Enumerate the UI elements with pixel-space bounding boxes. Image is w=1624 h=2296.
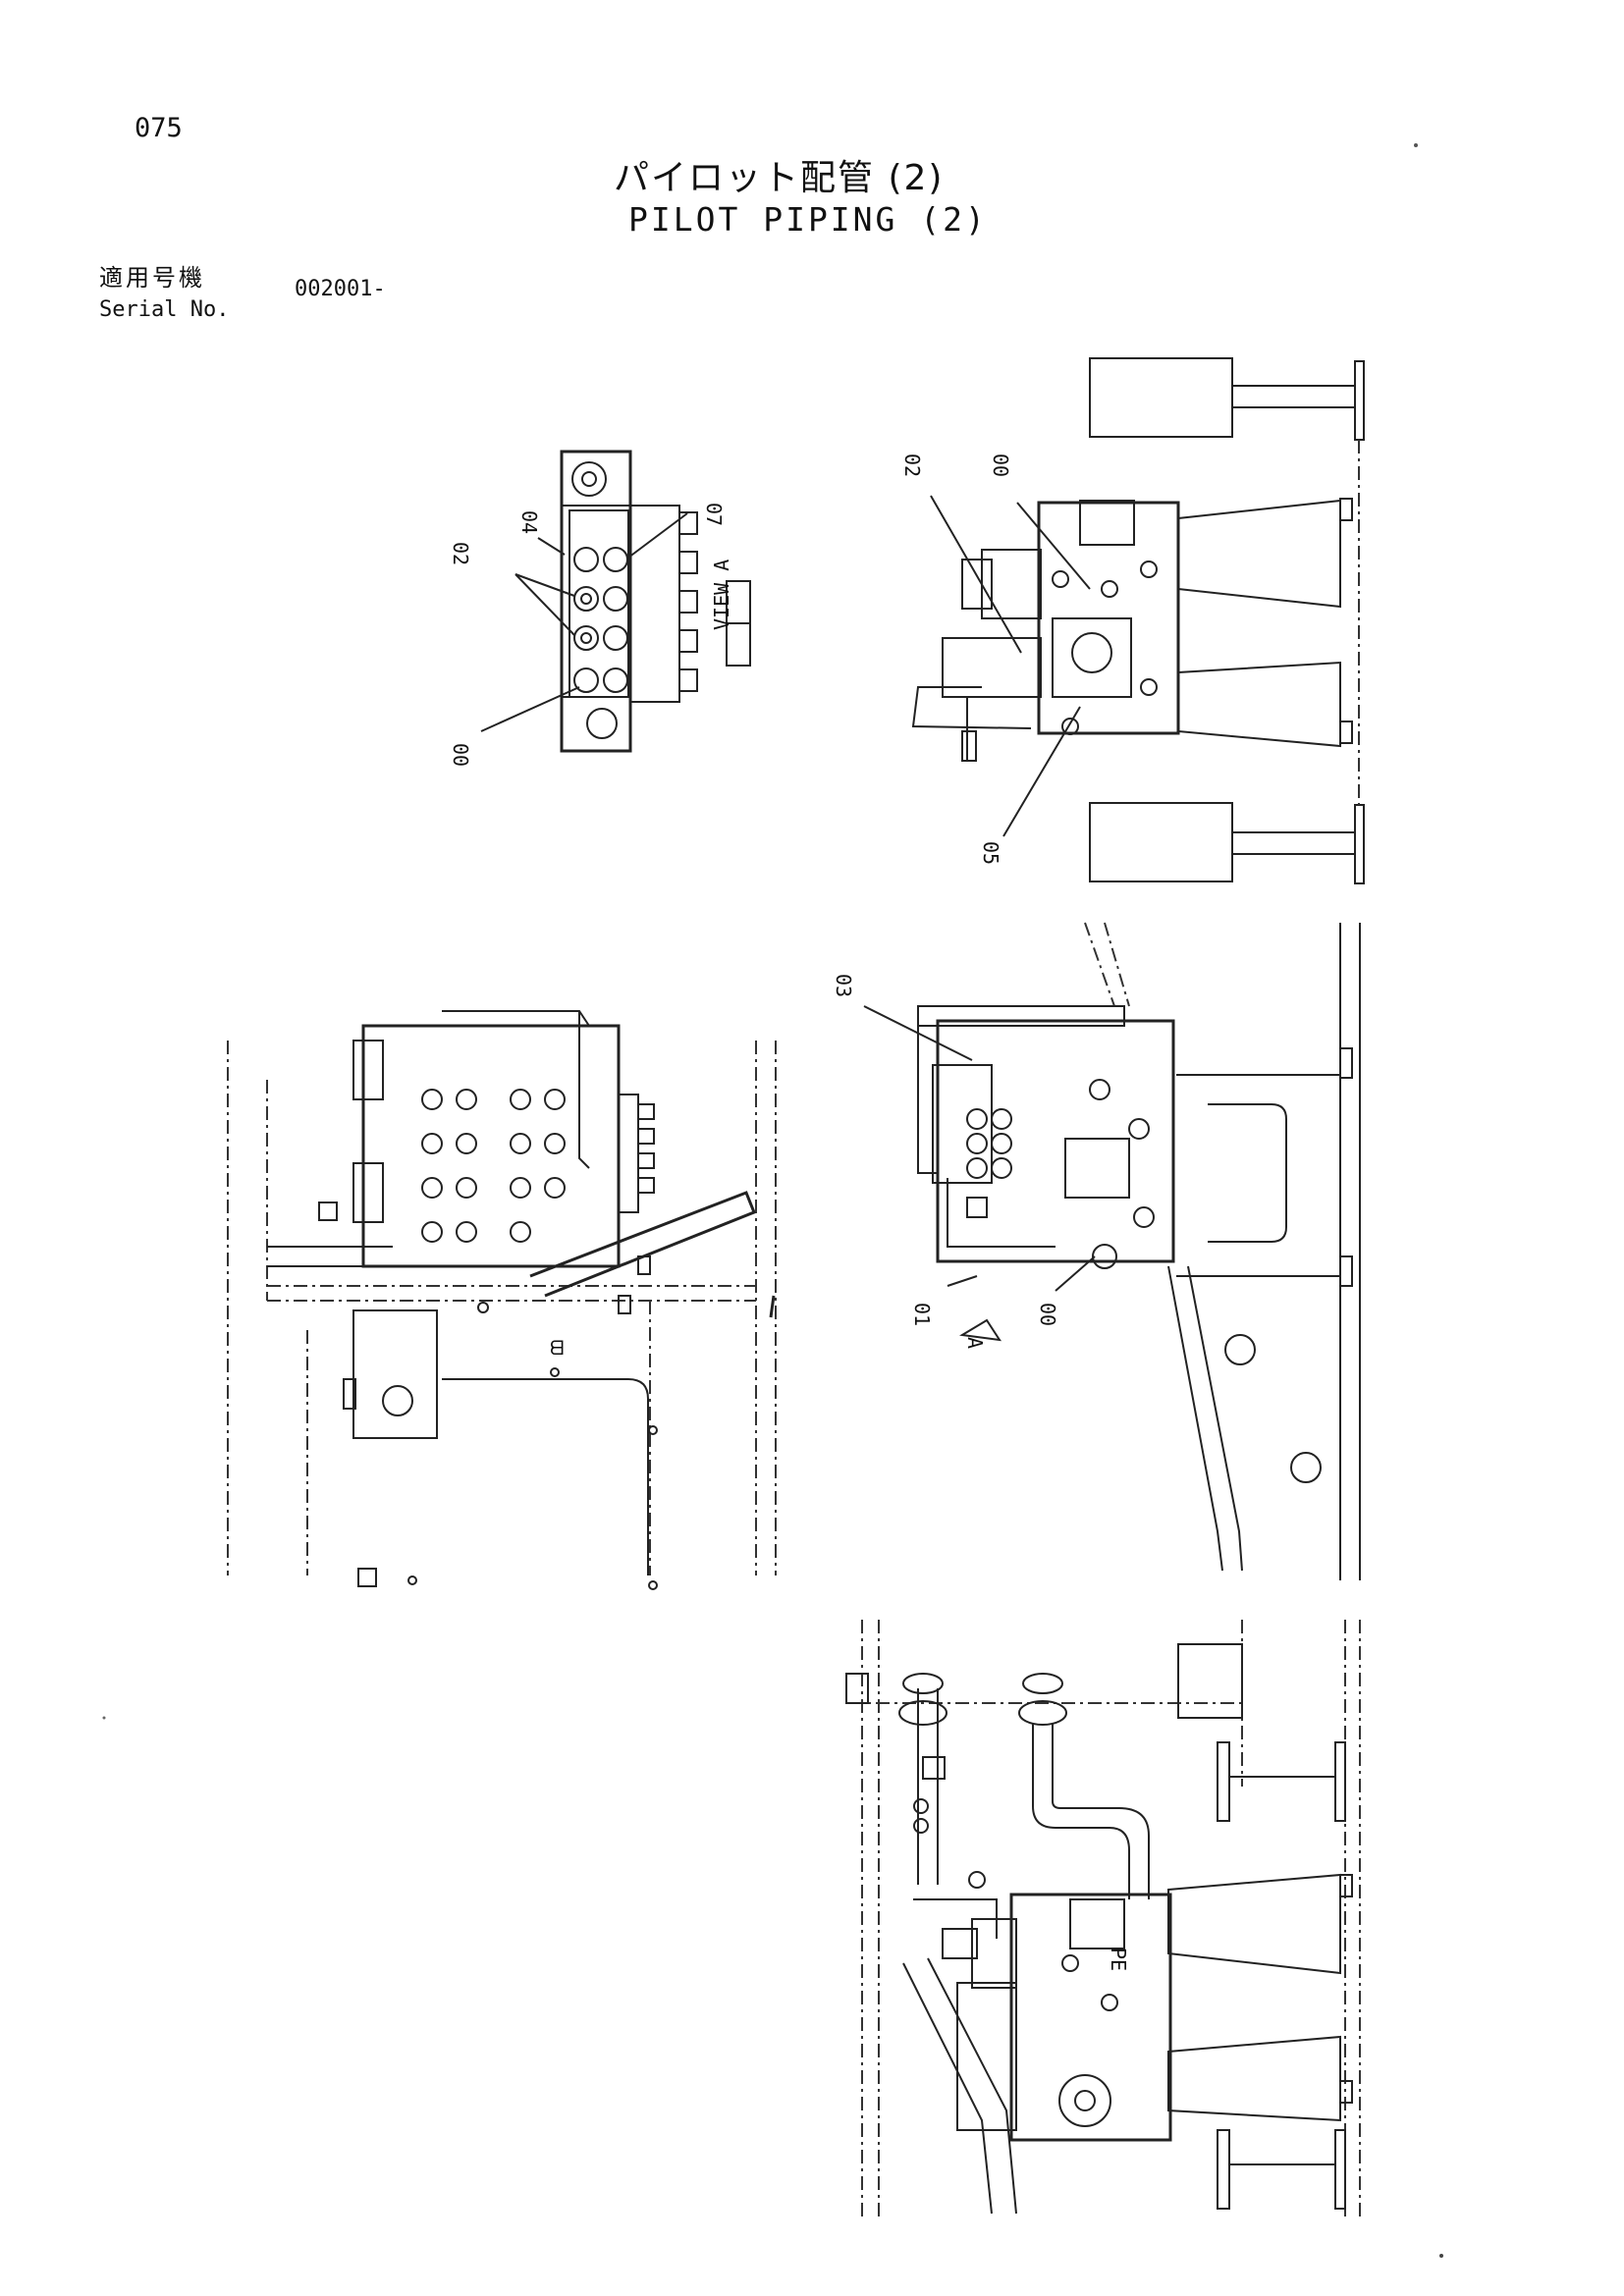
page-number: 075 — [135, 113, 183, 143]
view-a-callout-00: 00 — [449, 743, 472, 767]
bottom-right-callout-pe: PE — [1107, 1948, 1130, 1971]
scan-specks — [102, 143, 1443, 2258]
top-right-callout-00: 00 — [989, 454, 1012, 477]
svg-text:ᗺ: ᗺ — [550, 1336, 564, 1360]
view-a-callout-04: 04 — [517, 510, 541, 534]
middle-left-valve-view: ᗺ — [227, 1010, 777, 1590]
view-a-valve-block: VIEW A 04 07 02 00 — [449, 450, 751, 767]
page-title-japanese: パイロット配管 (2) — [614, 158, 945, 198]
top-right-callout-02: 02 — [900, 454, 924, 477]
middle-right-callout-01: 01 — [910, 1303, 934, 1326]
middle-right-valve-view: 03 01 00 A — [769, 922, 1361, 1580]
top-right-pump-view: 02 00 05 — [900, 357, 1365, 884]
serial-number-value: 002001- — [295, 277, 386, 301]
bottom-right-pump-view: PE — [845, 1620, 1361, 2218]
serial-label-english: Serial No. — [99, 297, 230, 322]
view-a-tag: VIEW A — [710, 560, 733, 630]
view-a-callout-02: 02 — [449, 542, 472, 565]
serial-label-japanese: 適用号機 — [99, 264, 205, 292]
middle-right-view-arrow: A — [963, 1337, 987, 1349]
middle-right-callout-03: 03 — [832, 974, 855, 997]
view-a-callout-07: 07 — [702, 503, 726, 526]
top-right-callout-05: 05 — [979, 841, 1002, 865]
middle-right-callout-00: 00 — [1036, 1303, 1059, 1326]
page-title-english: PILOT PIPING (2) — [628, 200, 988, 239]
